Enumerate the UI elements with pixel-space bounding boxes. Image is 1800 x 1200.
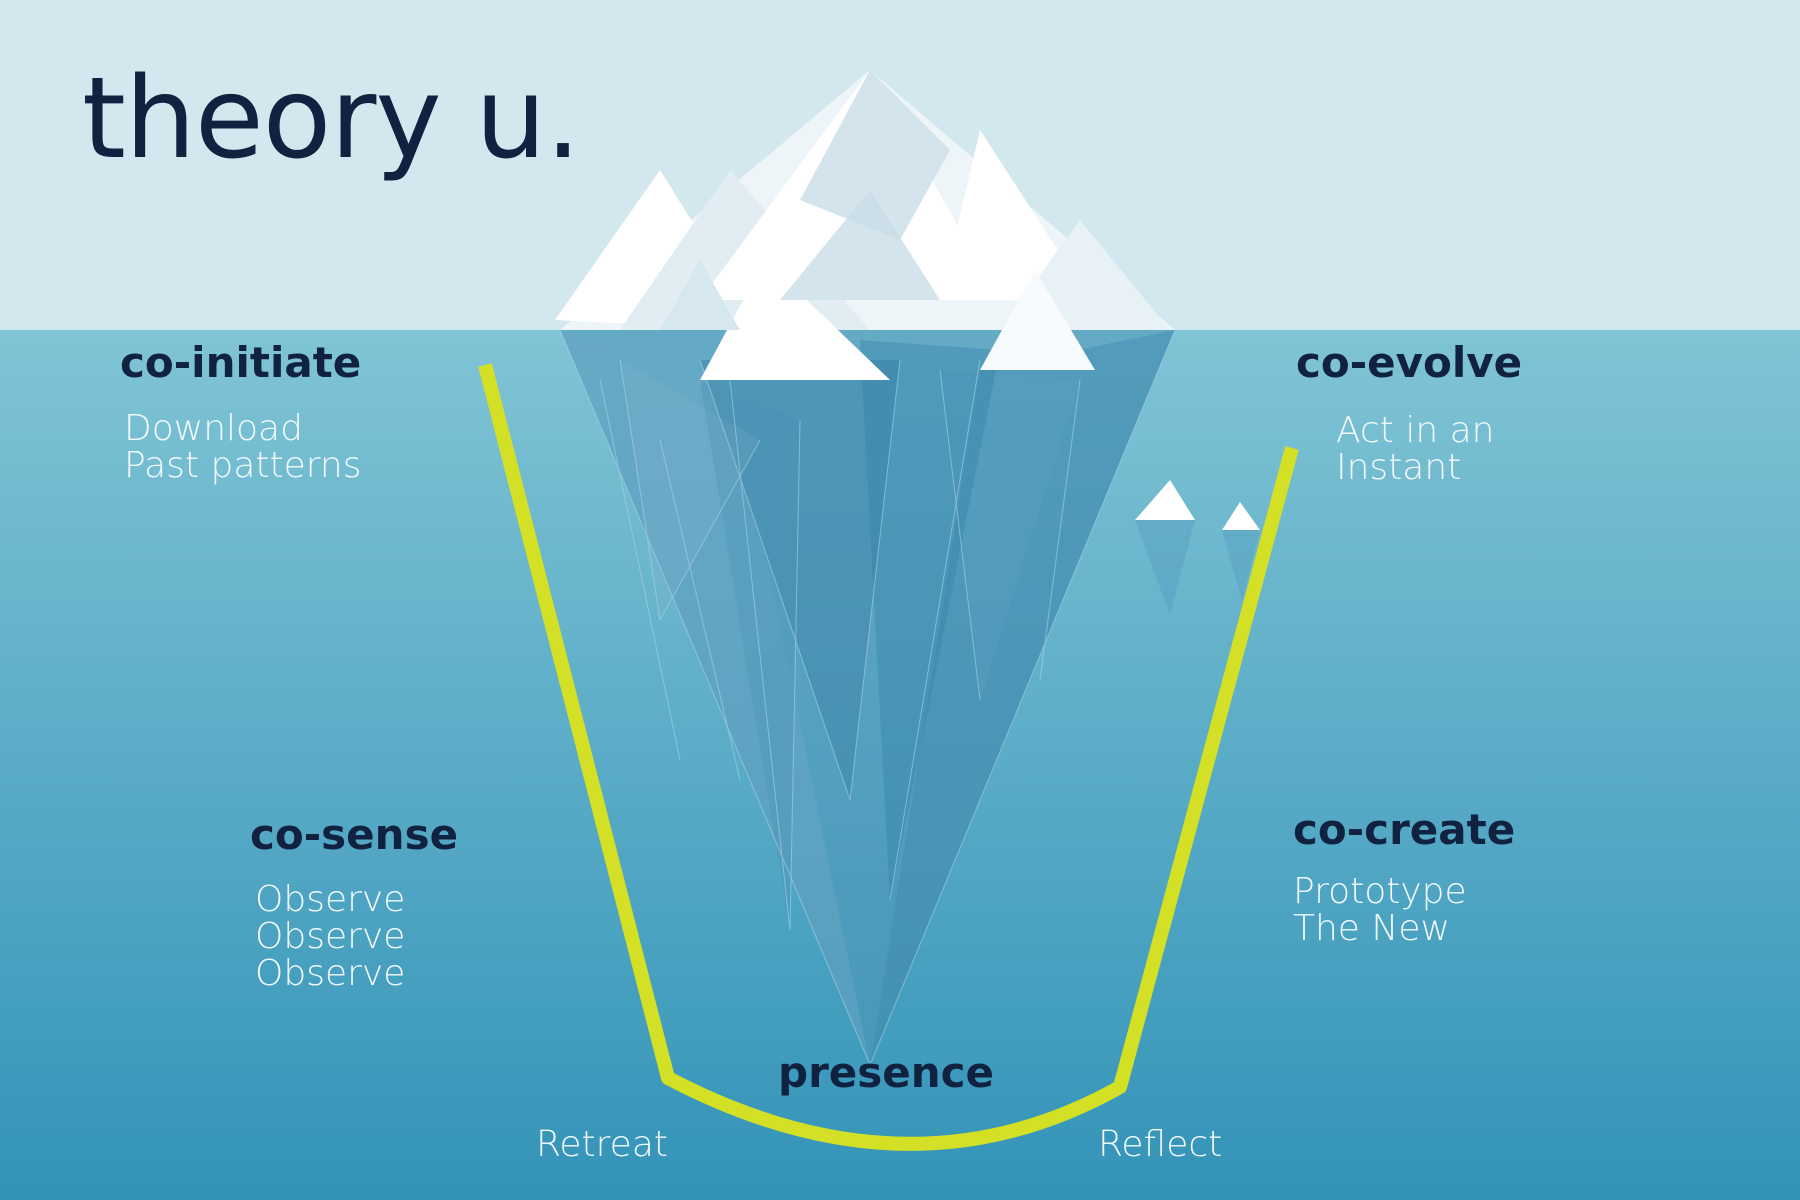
co-create-line: Prototype [1293, 871, 1467, 912]
co-create-text: Prototype The New [1293, 873, 1467, 947]
co-initiate-line: Past patterns [124, 445, 362, 486]
co-create-line: The New [1293, 908, 1450, 949]
co-sense-line: Observe [255, 879, 406, 920]
co-sense-line: Observe [255, 916, 406, 957]
u-curve [478, 363, 1299, 1151]
co-evolve-line: Act in an [1336, 410, 1495, 451]
co-evolve-text: Act in an Instant [1336, 412, 1494, 486]
retreat-label: Retreat [536, 1124, 668, 1165]
co-evolve-heading: co-evolve [1296, 338, 1523, 387]
page-title: theory u. [82, 54, 581, 184]
presence-heading: presence [778, 1048, 995, 1097]
reflect-label: Reflect [1098, 1124, 1223, 1165]
co-initiate-line: Download [124, 408, 303, 449]
small-iceberg-2 [1222, 502, 1260, 600]
co-initiate-heading: co-initiate [120, 338, 362, 387]
iceberg-above-water [555, 70, 1175, 380]
small-iceberg-1 [1135, 480, 1195, 615]
co-sense-text: Observe Observe Observe [255, 881, 405, 992]
co-initiate-text: Download Past patterns [124, 410, 362, 484]
co-sense-line: Observe [255, 953, 406, 994]
co-create-heading: co-create [1293, 805, 1516, 854]
co-evolve-line: Instant [1336, 447, 1462, 488]
co-sense-heading: co-sense [250, 810, 459, 859]
iceberg-underwater [559, 329, 1176, 1066]
